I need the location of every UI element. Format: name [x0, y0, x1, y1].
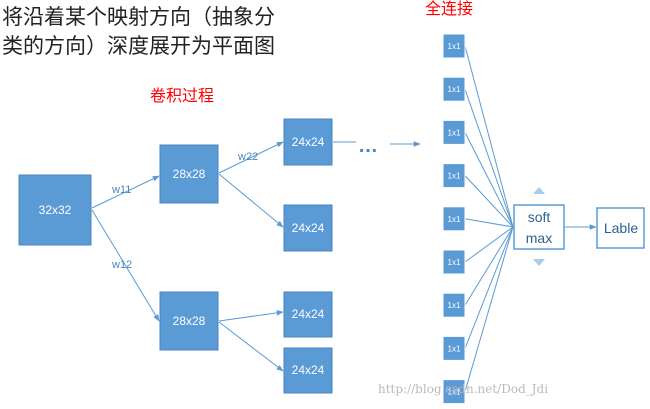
fc-edge [464, 175, 514, 228]
fc-node: 1x1 [442, 163, 466, 189]
layer2-node-d: 24x24 [283, 347, 333, 394]
output-node: Lable [596, 207, 645, 249]
fc-node-label: 1x1 [448, 388, 461, 397]
fc-node: 1x1 [442, 335, 466, 361]
fc-node-label: 1x1 [448, 85, 461, 94]
fc-edge [464, 218, 514, 228]
edge-l1a-to-l2a [218, 141, 284, 174]
fc-edge [464, 226, 514, 263]
edge-input-to-l1a [91, 175, 160, 209]
layer2-node-d-label: 24x24 [292, 363, 325, 377]
fc-node: 1x1 [442, 76, 466, 102]
layer2-node-c: 24x24 [283, 291, 333, 338]
fc-column: 1x1 1x1 1x1 1x1 1x1 1x1 1x1 1x1 1x1 [442, 33, 466, 405]
fc-node-label: 1x1 [448, 215, 461, 224]
edge-l1a-to-l2b [218, 173, 284, 228]
weight-label-w12: w12 [111, 259, 132, 271]
fc-node-label: 1x1 [448, 344, 461, 353]
softmax-label-line-2: max [526, 230, 552, 246]
heading-line-1: 将沿着某个映射方向（抽象分 [2, 5, 275, 29]
layer1-node-b: 28x28 [159, 291, 219, 351]
layer2-node-b: 24x24 [283, 204, 333, 252]
fc-title: 全连接 [425, 0, 473, 18]
ellipsis: … [358, 135, 378, 157]
fc-edge [464, 132, 514, 228]
layer1-node-b-label: 28x28 [173, 314, 206, 328]
fc-node-label: 1x1 [448, 128, 461, 137]
watermark: http://blog.csdn.net/Dod_Jdi [378, 382, 548, 396]
layer2-node-c-label: 24x24 [292, 307, 325, 321]
fc-node: 1x1 [442, 206, 466, 232]
softmax-node: soft max [513, 204, 565, 250]
layer2-node-b-label: 24x24 [292, 221, 325, 235]
edge-l1b-to-l2d [218, 321, 284, 372]
conv-title: 卷积过程 [150, 86, 214, 105]
softmax-label-line-1: soft [528, 209, 551, 225]
layer2-node-a: 24x24 [283, 118, 333, 166]
input-node: 32x32 [18, 174, 92, 246]
fc-node-label: 1x1 [448, 258, 461, 267]
fc-node: 1x1 [442, 292, 466, 318]
edge-l1b-to-l2c [218, 310, 284, 322]
heading-line-2: 类的方向）深度展开为平面图 [2, 34, 275, 58]
edge-input-to-l1b [91, 209, 160, 322]
fc-node: 1x1 [442, 379, 466, 405]
fc-edge [464, 45, 514, 228]
layer1-node-a-label: 28x28 [173, 167, 206, 181]
fc-node-label: 1x1 [448, 301, 461, 310]
fc-node: 1x1 [442, 33, 466, 59]
down-triangle-icon [533, 259, 545, 266]
output-node-label: Lable [604, 220, 638, 236]
fc-node: 1x1 [442, 119, 466, 145]
input-node-label: 32x32 [39, 203, 72, 217]
fc-node-label: 1x1 [448, 42, 461, 51]
fc-edge [464, 226, 514, 349]
fc-edge [464, 226, 514, 392]
weight-label-w11: w11 [111, 184, 131, 196]
weight-label-w22: w22 [237, 151, 258, 163]
fc-edge [464, 89, 514, 228]
layer1-node-a: 28x28 [159, 144, 219, 204]
fc-node-label: 1x1 [448, 172, 461, 181]
fc-edge [464, 226, 514, 306]
fc-edges [464, 45, 514, 392]
layer2-node-a-label: 24x24 [292, 135, 325, 149]
up-triangle-icon [533, 187, 545, 194]
fc-node: 1x1 [442, 249, 466, 275]
